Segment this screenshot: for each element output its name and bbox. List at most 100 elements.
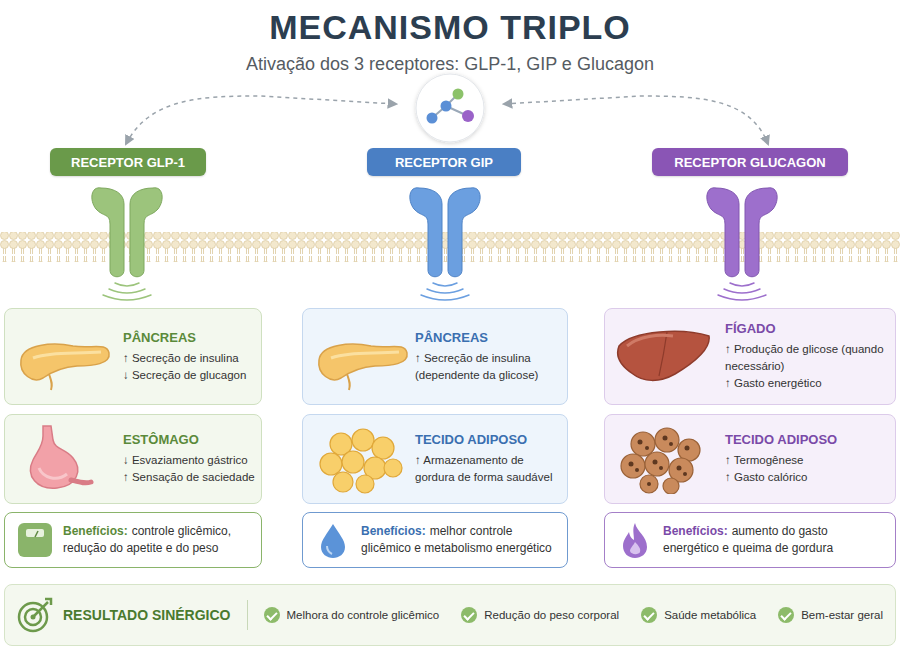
target-arrow-tail bbox=[45, 599, 51, 605]
fat-cell bbox=[655, 428, 679, 452]
result-text: Melhora do controle glicêmico bbox=[287, 609, 440, 621]
check-icon bbox=[264, 607, 280, 623]
benefit-box: Benefícios:controle glicêmico, redução d… bbox=[4, 512, 262, 568]
molecule-atom bbox=[441, 101, 452, 112]
signal-arc bbox=[109, 289, 145, 293]
fat-cell bbox=[640, 475, 658, 493]
diagram-title: MECANISMO TRIPLO bbox=[0, 8, 900, 47]
molecule-icon bbox=[416, 74, 484, 142]
pancreas-icon bbox=[311, 322, 411, 392]
result-text: Redução do peso corporal bbox=[484, 609, 619, 621]
receptor-label: RECEPTOR GLP-1 bbox=[50, 148, 206, 176]
result-text: Saúde metabólica bbox=[664, 609, 756, 621]
dot bbox=[653, 460, 658, 465]
signal-arc bbox=[718, 295, 766, 300]
subtitle: Ativação dos 3 receptores: GLP-1, GIP e … bbox=[0, 54, 900, 75]
drop-highlight bbox=[327, 546, 332, 554]
effect-text: ↑ Armazenamento de gordura de forma saud… bbox=[415, 452, 561, 485]
benefit-text: Benefícios:melhor controle glicêmico e m… bbox=[361, 523, 559, 558]
glucagon-receptor bbox=[707, 188, 777, 277]
receptor-name: RECEPTOR GLP-1 bbox=[71, 155, 185, 170]
drop-icon bbox=[313, 520, 353, 560]
signal-arc bbox=[421, 295, 469, 300]
flame-icon bbox=[615, 520, 655, 560]
pancreas-duct bbox=[49, 374, 52, 390]
brown-adipose-icon bbox=[613, 424, 713, 494]
pancreas-shape bbox=[21, 344, 109, 380]
dot bbox=[669, 442, 673, 446]
fat-cell bbox=[621, 454, 645, 478]
fat-cell bbox=[663, 478, 679, 494]
fat-cell bbox=[372, 437, 394, 459]
scale-body bbox=[18, 523, 52, 557]
fat-cell bbox=[342, 451, 364, 473]
organ-heading: TECIDO ADIPOSO bbox=[415, 432, 561, 447]
stomach-icon bbox=[13, 424, 113, 494]
scale-display bbox=[26, 529, 44, 537]
dot bbox=[645, 446, 649, 450]
adipose-icon bbox=[311, 424, 411, 494]
dashed-arrow bbox=[504, 96, 768, 144]
mitochondria-dots bbox=[629, 436, 690, 487]
effect-text: ↓ Secreção de glucagon bbox=[123, 367, 255, 384]
pancreas-icon bbox=[13, 322, 113, 392]
target-ring bbox=[19, 603, 47, 631]
flame-shape bbox=[623, 523, 647, 558]
effect-text: ↑ Secreção de insulina bbox=[123, 350, 255, 367]
fat-cells bbox=[320, 429, 402, 493]
gip-receptor bbox=[410, 188, 480, 277]
check-icon bbox=[641, 607, 657, 623]
fat-cell bbox=[356, 475, 374, 493]
effect-card: PÂNCREAS ↑ Secreção de insulina↓ Secreção… bbox=[4, 308, 262, 405]
check-icon bbox=[461, 607, 477, 623]
signal-arcs bbox=[103, 283, 766, 300]
signal-arc bbox=[730, 283, 754, 286]
dashed-arrow bbox=[126, 96, 396, 144]
effect-text: ↑ Secreção de insulina (dependente da gl… bbox=[415, 350, 561, 383]
pancreas-highlight bbox=[33, 352, 101, 358]
benefit-text: Benefícios:controle glicêmico, redução d… bbox=[63, 523, 253, 558]
effect-card: TECIDO ADIPOSO ↑ Armazenamento de gordura… bbox=[302, 414, 568, 504]
dot bbox=[659, 466, 663, 470]
effect-card: PÂNCREAS↑ Secreção de insulina (dependen… bbox=[302, 308, 568, 405]
receptor-shape bbox=[92, 188, 162, 277]
signal-arc bbox=[103, 295, 151, 300]
molecule-circle bbox=[416, 74, 484, 142]
result-item: Melhora do controle glicêmico bbox=[264, 607, 440, 623]
benefit-text: Benefícios:aumento do gasto energético e… bbox=[663, 523, 887, 558]
effect-card: TECIDO ADIPOSO↑ Termogênese↑ Gasto calór… bbox=[604, 414, 896, 504]
check-icon bbox=[778, 607, 794, 623]
flame-core bbox=[630, 542, 640, 554]
dot bbox=[635, 468, 639, 472]
divider bbox=[247, 600, 248, 630]
result-item: Redução do peso corporal bbox=[461, 607, 619, 623]
fat-cell bbox=[333, 472, 353, 492]
organ-heading: ESTÔMAGO bbox=[123, 432, 255, 447]
molecule-atom bbox=[462, 110, 474, 122]
result-items: Melhora do controle glicêmico Redução do … bbox=[264, 607, 884, 623]
fat-cell bbox=[631, 432, 655, 456]
molecule-atom bbox=[453, 89, 464, 100]
organ-heading: PÂNCREAS bbox=[123, 330, 255, 345]
drop-shape bbox=[321, 524, 345, 558]
receptor-shape bbox=[410, 188, 480, 277]
dot bbox=[638, 440, 643, 445]
benefit-heading: Benefícios: bbox=[361, 524, 426, 538]
receptor-name: RECEPTOR GLUCAGON bbox=[674, 155, 825, 170]
result-band: RESULTADO SINÉRGICO Melhora do controle g… bbox=[4, 584, 896, 646]
scale-needle bbox=[35, 531, 38, 537]
signal-arc bbox=[427, 289, 463, 293]
fat-cell bbox=[320, 453, 342, 475]
result-item: Bem-estar geral bbox=[778, 607, 883, 623]
effect-card: FÍGADO↑ Produção de glicose (quando nece… bbox=[604, 308, 896, 405]
effect-text: ↑ Gasto calórico bbox=[725, 469, 889, 486]
dot bbox=[647, 482, 651, 486]
pancreas-highlight bbox=[331, 352, 399, 358]
dot bbox=[629, 462, 634, 467]
effect-text: ↑ Sensação de saciedade bbox=[123, 469, 255, 486]
fat-cell bbox=[352, 429, 374, 451]
liver-shape bbox=[618, 331, 709, 380]
result-heading: RESULTADO SINÉRGICO bbox=[63, 607, 231, 623]
pancreas-duct bbox=[347, 374, 350, 390]
signal-arc bbox=[724, 289, 760, 293]
